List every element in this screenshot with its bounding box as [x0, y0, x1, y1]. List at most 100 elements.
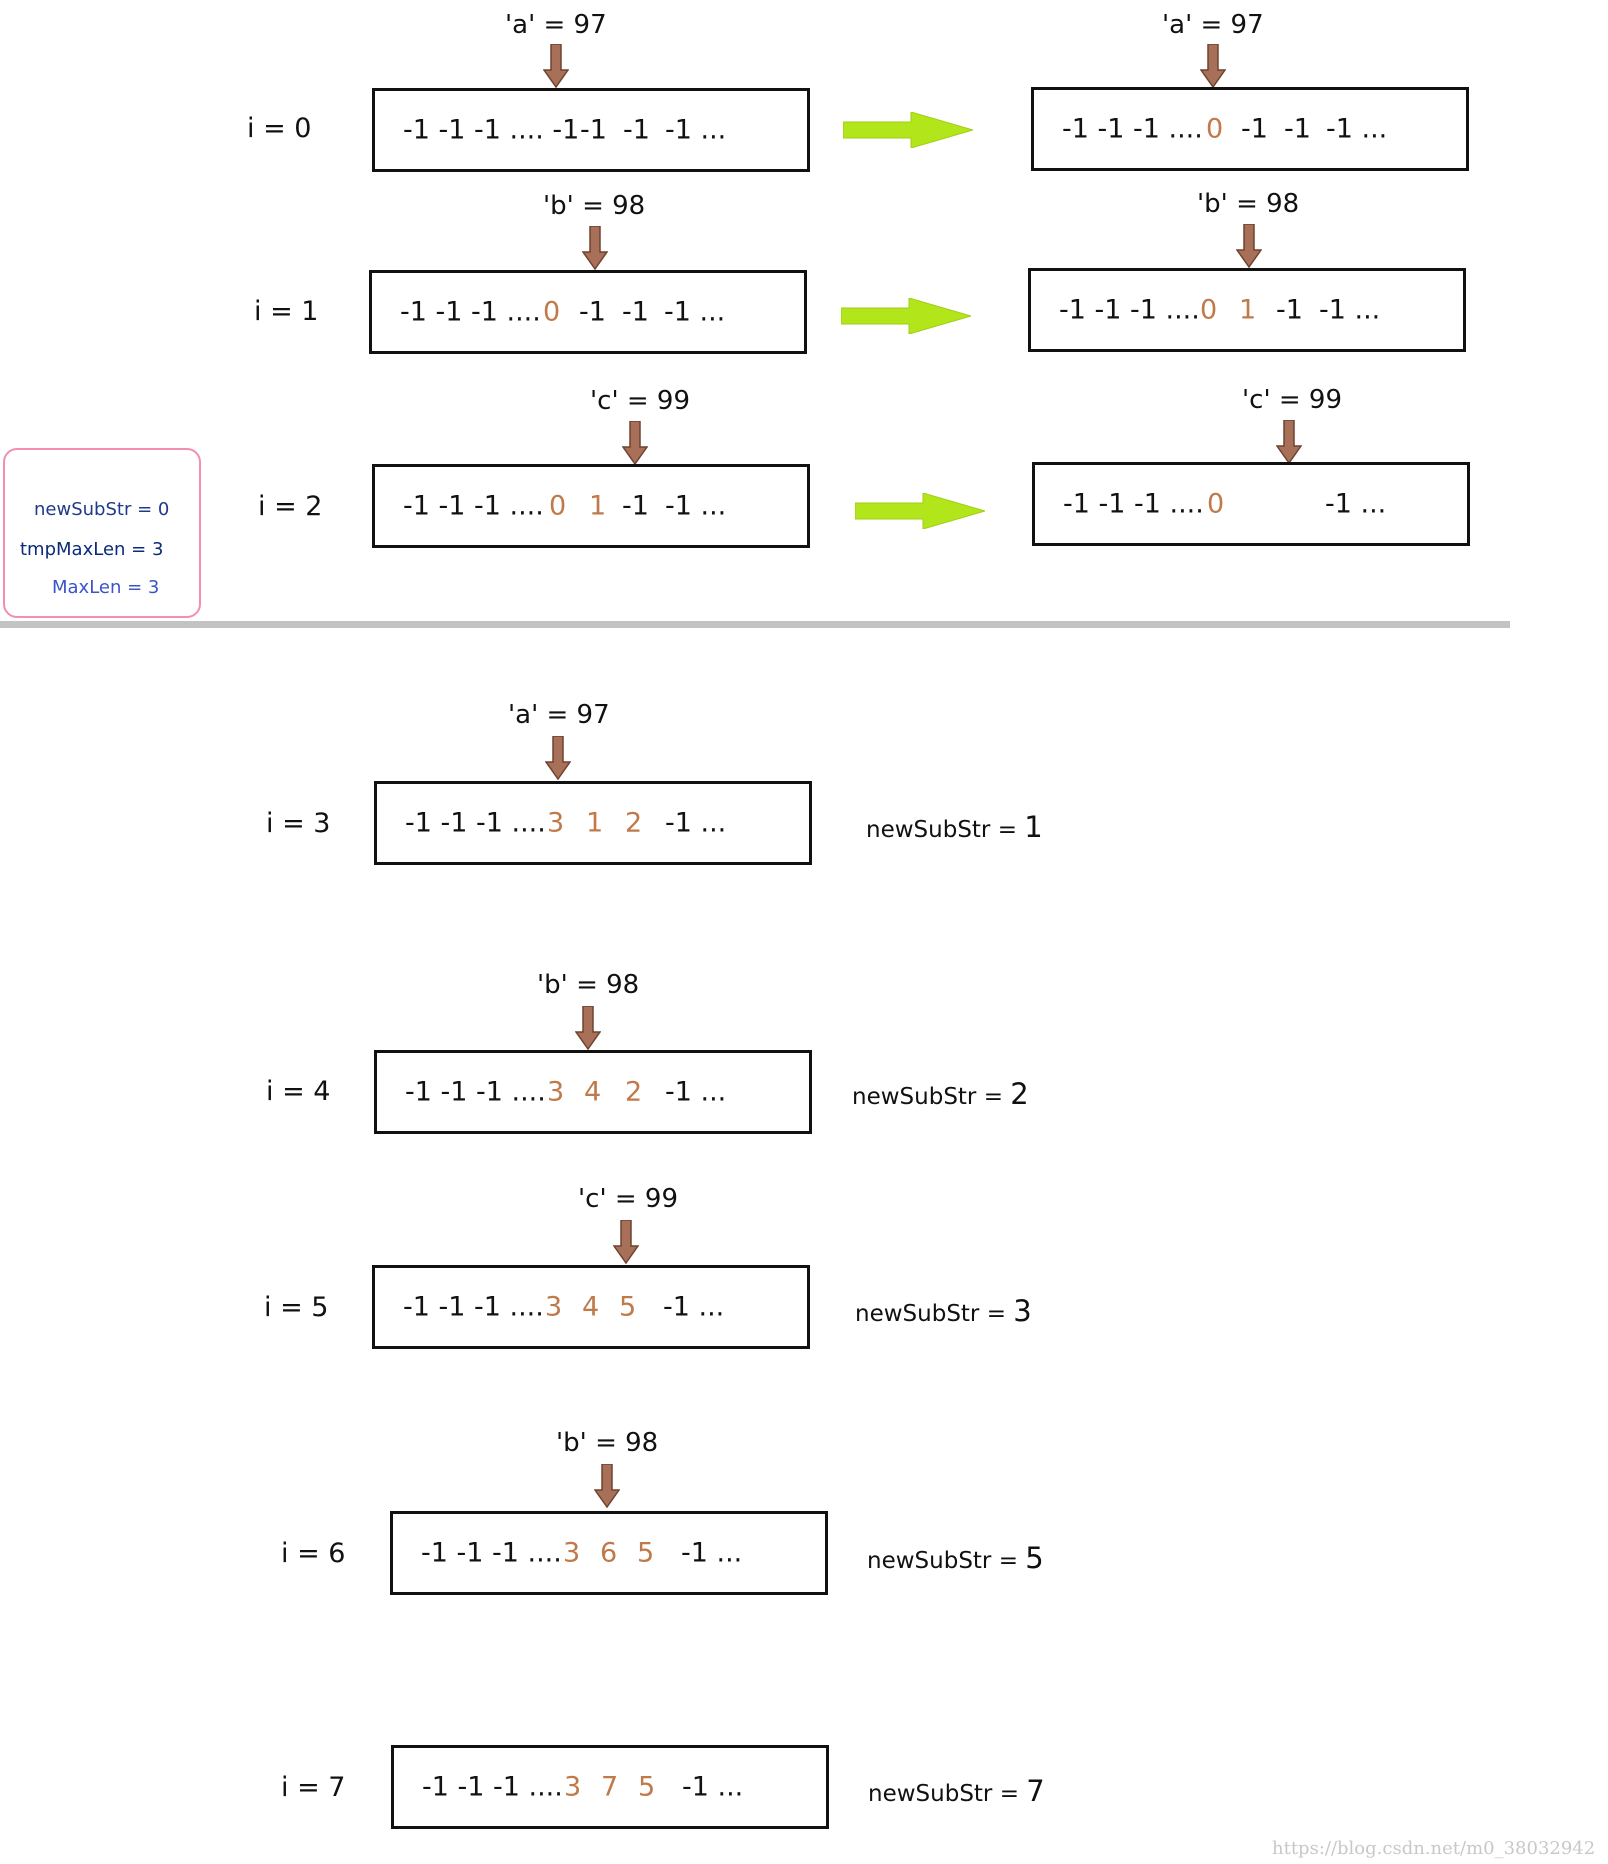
array-cell-highlight: 6: [600, 1537, 618, 1569]
stat-newsubstr: newSubStr = 0: [34, 499, 170, 520]
array-cell-highlight: 4: [582, 1291, 600, 1323]
array-cell: -1: [1284, 113, 1311, 145]
char-label-row6: 'b' = 98: [556, 1428, 659, 1458]
array-box-row2-after: -1 -1 -1 .... 0 -1 ...: [1032, 462, 1470, 546]
array-cell: -1 ...: [1319, 294, 1381, 326]
array-box-row2-before: -1 -1 -1 .... 0 1 -1 -1 ...: [372, 464, 810, 548]
array-cell: -1: [622, 490, 649, 522]
array-cell-highlight: 1: [1239, 294, 1257, 326]
stat-maxlen: MaxLen = 3: [52, 577, 160, 598]
array-cell-highlight: 4: [584, 1076, 602, 1108]
array-cell: -1 ...: [665, 1076, 727, 1108]
array-box-row1-after: -1 -1 -1 .... 0 1 -1 -1 ...: [1028, 268, 1466, 352]
stat-tmpmaxlen: tmpMaxLen = 3: [20, 539, 164, 560]
array-cell-highlight: 3: [547, 1076, 565, 1108]
array-box-row7: -1 -1 -1 .... 3 7 5 -1 ...: [391, 1745, 829, 1829]
char-label-row3: 'a' = 97: [508, 700, 610, 730]
array-cell-highlight: 0: [1207, 488, 1225, 520]
array-cell-highlight: 3: [564, 1771, 582, 1803]
array-box-row0-after: -1 -1 -1 .... 0 -1 -1 -1 ...: [1031, 87, 1469, 171]
i-label-row3: i = 3: [266, 808, 331, 839]
newsubstr-label-row5: newSubStr = 3: [855, 1294, 1032, 1328]
i-label-row6: i = 6: [281, 1538, 346, 1569]
array-cell: -1 -1 -1 .... -1: [403, 114, 580, 146]
array-box-row1-before: -1 -1 -1 .... 0 -1 -1 -1 ...: [369, 270, 807, 354]
char-label-left-row1: 'b' = 98: [543, 191, 646, 221]
i-label-row5: i = 5: [264, 1292, 329, 1323]
array-cell: -1 ...: [665, 114, 727, 146]
newsubstr-value: 2: [1010, 1077, 1029, 1111]
array-box-row0-before: -1 -1 -1 .... -1 -1 -1 -1 ...: [372, 88, 810, 172]
newsubstr-text: newSubStr =: [852, 1084, 1003, 1110]
right-arrow-icon: [841, 298, 971, 334]
array-cell: -1 ...: [663, 1291, 725, 1323]
array-cell: -1 ...: [664, 296, 726, 328]
array-cell-highlight: 1: [589, 490, 607, 522]
array-cell: -1 -1 -1 ....: [1059, 294, 1200, 326]
down-arrow-icon: [582, 226, 608, 270]
array-cell: -1 ...: [1326, 113, 1388, 145]
right-arrow-icon: [843, 112, 973, 148]
array-cell: -1 -1 -1 ....: [405, 1076, 546, 1108]
i-label-row0: i = 0: [247, 113, 312, 144]
newsubstr-value: 3: [1013, 1294, 1032, 1328]
newsubstr-label-row3: newSubStr = 1: [866, 810, 1043, 844]
array-cell: -1 ...: [665, 490, 727, 522]
array-cell: -1 -1 -1 ....: [403, 490, 544, 522]
stats-box: newSubStr = 0 tmpMaxLen = 3 MaxLen = 3: [3, 448, 201, 618]
array-cell: -1 -1 -1 ....: [422, 1771, 563, 1803]
i-label-row7: i = 7: [281, 1772, 346, 1803]
char-label-right-row0: 'a' = 97: [1162, 10, 1264, 40]
array-cell: -1: [622, 296, 649, 328]
array-cell: -1 -1 -1 ....: [1063, 488, 1204, 520]
char-label-right-row2: 'c' = 99: [1242, 385, 1342, 415]
down-arrow-icon: [1236, 224, 1262, 268]
array-cell: -1 -1 -1 ....: [405, 807, 546, 839]
down-arrow-icon: [594, 1464, 620, 1508]
newsubstr-label-row7: newSubStr = 7: [868, 1774, 1045, 1808]
newsubstr-value: 5: [1025, 1541, 1044, 1575]
array-cell-highlight: 0: [1206, 113, 1224, 145]
array-cell-highlight: 1: [586, 807, 604, 839]
down-arrow-icon: [575, 1006, 601, 1050]
array-cell: -1: [580, 114, 607, 146]
newsubstr-label-row6: newSubStr = 5: [867, 1541, 1044, 1575]
array-cell-highlight: 2: [625, 1076, 643, 1108]
newsubstr-label-row4: newSubStr = 2: [852, 1077, 1029, 1111]
i-label-row1: i = 1: [254, 296, 319, 327]
down-arrow-icon: [622, 421, 648, 465]
newsubstr-value: 7: [1026, 1774, 1045, 1808]
array-box-row3: -1 -1 -1 .... 3 1 2 -1 ...: [374, 781, 812, 865]
right-arrow-icon: [855, 493, 985, 529]
array-cell-highlight: 5: [638, 1771, 656, 1803]
watermark: https://blog.csdn.net/m0_38032942: [1272, 1838, 1596, 1859]
array-cell-highlight: 0: [549, 490, 567, 522]
char-label-right-row1: 'b' = 98: [1197, 189, 1300, 219]
array-cell: -1 -1 -1 ....: [1062, 113, 1203, 145]
array-cell: -1 ...: [681, 1537, 743, 1569]
array-cell: -1 ...: [682, 1771, 744, 1803]
newsubstr-value: 1: [1024, 810, 1043, 844]
char-label-left-row0: 'a' = 97: [505, 10, 607, 40]
array-cell-highlight: 5: [619, 1291, 637, 1323]
array-box-row6: -1 -1 -1 .... 3 6 5 -1 ...: [390, 1511, 828, 1595]
array-cell-highlight: 2: [625, 807, 643, 839]
down-arrow-icon: [1200, 44, 1226, 88]
down-arrow-icon: [613, 1220, 639, 1264]
down-arrow-icon: [543, 44, 569, 88]
newsubstr-text: newSubStr =: [868, 1781, 1019, 1807]
array-cell-highlight: 3: [545, 1291, 563, 1323]
array-cell: -1 ...: [1325, 488, 1387, 520]
newsubstr-text: newSubStr =: [866, 817, 1017, 843]
array-cell-highlight: 7: [601, 1771, 619, 1803]
array-cell: -1: [1276, 294, 1303, 326]
array-cell-highlight: 3: [563, 1537, 581, 1569]
array-cell: -1 -1 -1 ....: [400, 296, 541, 328]
array-cell-highlight: 0: [1200, 294, 1218, 326]
char-label-left-row2: 'c' = 99: [590, 386, 690, 416]
array-cell: -1: [579, 296, 606, 328]
down-arrow-icon: [545, 736, 571, 780]
i-label-row4: i = 4: [266, 1076, 331, 1107]
array-cell: -1 -1 -1 ....: [421, 1537, 562, 1569]
section-divider: [0, 621, 1510, 628]
